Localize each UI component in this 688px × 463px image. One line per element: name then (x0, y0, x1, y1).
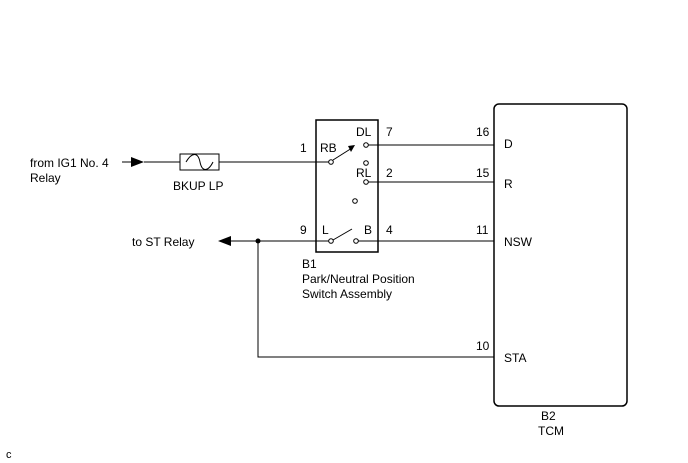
tcm-pin-nsw: 11 (476, 223, 489, 237)
switch-pin-dl: 7 (386, 125, 393, 139)
corner-tag: c (6, 449, 12, 461)
from-source-label: from IG1 No. 4 (30, 156, 109, 170)
switch-pin-l: 9 (300, 223, 307, 237)
lb-switch-blade (332, 228, 353, 241)
switch-assembly-box (315, 119, 379, 253)
switch-pin-rl: 2 (386, 166, 393, 180)
tcm-code: B2 (541, 409, 556, 423)
tcm-pin-sta: 10 (476, 339, 490, 353)
contact-lower (352, 198, 358, 204)
to-destination-label: to ST Relay (132, 235, 194, 249)
from-source-label-line2: Relay (30, 171, 61, 185)
output-arrow-head (218, 236, 231, 246)
switch-terminal-rl: RL (356, 166, 372, 180)
input-arrow-head (131, 157, 144, 167)
tcm-terminal-nsw: NSW (504, 235, 533, 249)
wire-junction-to-sta (257, 241, 494, 358)
tcm-pin-d: 16 (476, 125, 490, 139)
tcm-box (493, 103, 628, 407)
switch-code: B1 (302, 257, 317, 271)
switch-pin-rb: 1 (300, 141, 307, 155)
tcm-name: TCM (538, 424, 564, 438)
rotary-arm-tip (348, 145, 355, 152)
contact-rl (363, 179, 369, 185)
switch-terminal-dl: DL (356, 125, 372, 139)
switch-terminal-b: B (364, 223, 372, 237)
contact-rb (328, 159, 334, 165)
fuse-label: BKUP LP (173, 179, 223, 193)
contact-mid (363, 160, 369, 166)
tcm-pin-r: 15 (476, 166, 490, 180)
contact-l (328, 238, 334, 244)
switch-pin-b: 4 (386, 223, 393, 237)
switch-terminal-rb: RB (320, 141, 337, 155)
switch-terminal-l: L (322, 223, 329, 237)
switch-name-line1: Park/Neutral Position (302, 272, 415, 286)
fuse-element-icon (185, 154, 214, 170)
contact-dl (363, 142, 369, 148)
switch-name-line2: Switch Assembly (302, 287, 392, 301)
tcm-terminal-d: D (504, 137, 513, 151)
contact-b (353, 238, 359, 244)
rotary-arm (332, 147, 353, 161)
tcm-terminal-sta: STA (504, 351, 526, 365)
tcm-terminal-r: R (504, 177, 513, 191)
